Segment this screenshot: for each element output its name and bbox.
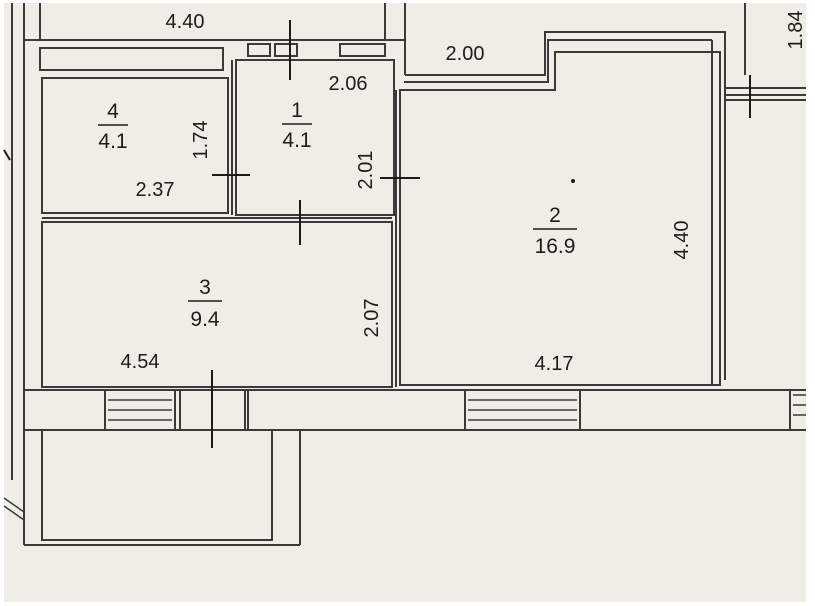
room-label-1: 1 4.1 [282, 99, 312, 152]
dim-right-1-84: 1.84 [785, 11, 807, 50]
dim-top-4-40: 4.40 [166, 11, 205, 33]
dim-corridor-2-00: 2.00 [446, 43, 485, 65]
dim-room1-2-06: 2.06 [329, 73, 368, 95]
dim-room2-4-17: 4.17 [535, 353, 574, 375]
room-2-dot [571, 179, 575, 183]
room-4-area: 4.1 [98, 130, 127, 153]
walls [11, 3, 806, 546]
room-3-area: 9.4 [190, 308, 220, 331]
room-label-3: 3 9.4 [188, 276, 222, 331]
door-marks [3, 20, 751, 448]
room-4-number: 4 [107, 100, 119, 123]
dim-room3-4-54: 4.54 [121, 351, 160, 373]
room-3-number: 3 [199, 276, 211, 299]
room-label-4: 4 4.1 [98, 100, 128, 153]
dim-room3-2-07: 2.07 [361, 299, 383, 338]
dim-room1-2-01: 2.01 [355, 151, 377, 190]
room-label-2: 2 16.9 [533, 204, 577, 258]
room-1-number: 1 [291, 99, 303, 122]
paper-background [4, 3, 806, 602]
window-hatches [3, 394, 806, 521]
dim-room4-2-37: 2.37 [136, 179, 175, 201]
dim-room2-4-40: 4.40 [671, 221, 693, 260]
room-2-area: 16.9 [535, 235, 576, 258]
room-2-number: 2 [549, 204, 561, 227]
room-1-area: 4.1 [282, 129, 311, 152]
dim-room4-1-74: 1.74 [190, 121, 212, 160]
